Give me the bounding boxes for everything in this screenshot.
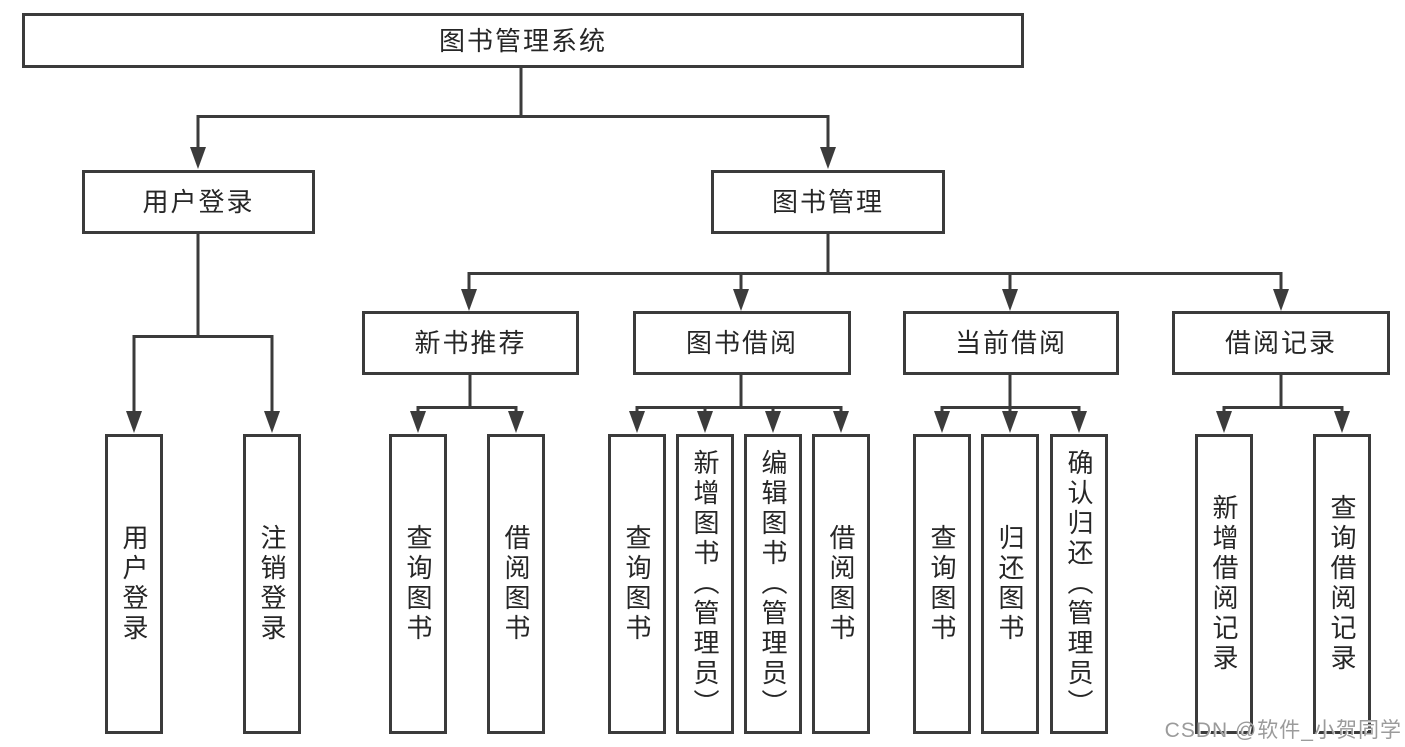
arrow-down-icon xyxy=(264,411,280,433)
arrow-down-icon xyxy=(765,411,781,433)
arrow-down-icon xyxy=(934,411,950,433)
edge-root-split xyxy=(196,115,830,148)
arrow-down-icon xyxy=(1216,411,1232,433)
node-newrec-borrow-books: 借阅图书 xyxy=(487,434,545,734)
node-borrow-borrow-books: 借阅图书 xyxy=(812,434,870,734)
node-book-borrow: 图书借阅 xyxy=(633,311,851,375)
node-current-borrow: 当前借阅 xyxy=(903,311,1119,375)
arrow-down-icon xyxy=(697,411,713,433)
node-user-login: 用户登录 xyxy=(82,170,315,234)
edge-borrowrecords-split xyxy=(1222,406,1344,412)
node-current-query-books: 查询图书 xyxy=(913,434,971,734)
node-newrec-query-books: 查询图书 xyxy=(389,434,447,734)
node-records-add-record: 新增借阅记录 xyxy=(1195,434,1253,734)
node-borrow-edit-books-admin: 编辑图书（管理员） xyxy=(744,434,802,734)
node-borrow-records: 借阅记录 xyxy=(1172,311,1390,375)
csdn-watermark: CSDN @软件_小贺同学 xyxy=(1164,719,1402,742)
node-root: 图书管理系统 xyxy=(22,13,1024,68)
arrow-down-icon xyxy=(820,147,836,169)
arrow-down-icon xyxy=(1273,289,1289,311)
edge-userlogin-split xyxy=(132,335,274,414)
arrow-down-icon xyxy=(410,411,426,433)
arrow-down-icon xyxy=(1334,411,1350,433)
node-book-mgmt: 图书管理 xyxy=(711,170,945,234)
arrow-down-icon xyxy=(190,147,206,169)
edge-newbookrec-split xyxy=(416,406,518,412)
edge-bookmgmt-split xyxy=(467,272,1283,290)
arrow-down-icon xyxy=(629,411,645,433)
node-records-query-record: 查询借阅记录 xyxy=(1313,434,1371,734)
node-borrow-query-books: 查询图书 xyxy=(608,434,666,734)
arrow-down-icon xyxy=(461,289,477,311)
arrow-down-icon xyxy=(508,411,524,433)
node-current-confirm-return-admin: 确认归还（管理员） xyxy=(1050,434,1108,734)
node-logout: 注销登录 xyxy=(243,434,301,734)
arrow-down-icon xyxy=(733,289,749,311)
arrow-down-icon xyxy=(1002,289,1018,311)
node-login: 用户登录 xyxy=(105,434,163,734)
arrow-down-icon xyxy=(1002,411,1018,433)
arrow-down-icon xyxy=(126,411,142,433)
node-current-return-books: 归还图书 xyxy=(981,434,1039,734)
edge-bookborrow-split xyxy=(635,406,843,412)
node-new-book-rec: 新书推荐 xyxy=(362,311,579,375)
node-borrow-add-books-admin: 新增图书（管理员） xyxy=(676,434,734,734)
edge-currentborrow-split xyxy=(940,406,1081,412)
arrow-down-icon xyxy=(833,411,849,433)
arrow-down-icon xyxy=(1071,411,1087,433)
